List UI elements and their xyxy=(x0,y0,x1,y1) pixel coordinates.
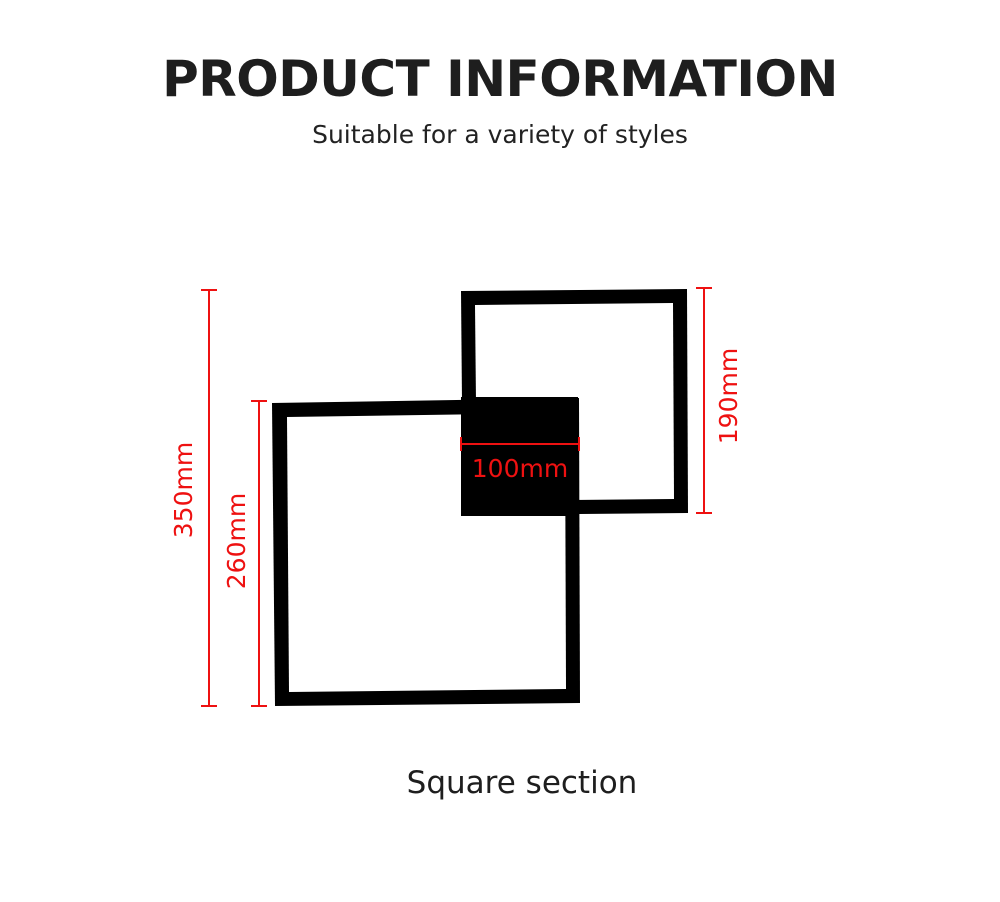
overlap-width-dimension xyxy=(460,437,580,451)
diagram-caption: Square section xyxy=(406,765,638,801)
large-square-dimension xyxy=(251,400,267,707)
page-subtitle: Suitable for a variety of styles xyxy=(312,120,688,149)
overlap-block xyxy=(461,397,578,516)
page-title: PRODUCT INFORMATION xyxy=(162,50,838,108)
small-square-dimension xyxy=(696,287,712,514)
overlap-width-label: 100mm xyxy=(472,454,568,483)
large-square-label: 260mm xyxy=(222,493,251,589)
total-height-dimension xyxy=(201,289,217,707)
total-height-label: 350mm xyxy=(169,442,198,538)
small-square-label: 190mm xyxy=(714,348,743,444)
